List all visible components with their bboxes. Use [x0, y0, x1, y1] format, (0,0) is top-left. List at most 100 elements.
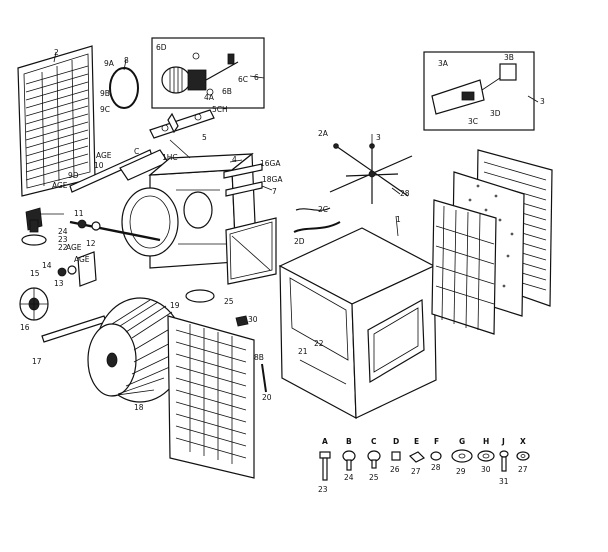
label-3c: 3C [468, 117, 478, 126]
hw-number-30: 30 [481, 465, 491, 474]
label-25: 25 [224, 297, 234, 306]
label-23: 23 [58, 235, 68, 244]
motor-mount-small [21, 207, 64, 246]
screw-31 [499, 450, 509, 472]
label-20: 20 [262, 393, 272, 402]
hw-letter-g: G [459, 437, 465, 446]
label-18: 18 [134, 403, 144, 412]
cabinet [278, 227, 437, 420]
label-8: 8 [124, 56, 129, 65]
label-6c: 6C [238, 75, 248, 84]
label-18ga: 18GA [262, 175, 283, 184]
label-5ch: 5CH [212, 105, 228, 114]
leader-lines [53, 51, 539, 237]
hw-number-24: 24 [344, 473, 354, 482]
nut-27 [408, 451, 426, 463]
label-13: 13 [54, 279, 64, 288]
shaft-hardware [57, 251, 97, 287]
left-grille-louvers [25, 59, 89, 187]
label-14: 14 [42, 261, 52, 270]
label-4a: 4A [204, 93, 215, 102]
label-9a: 9A [104, 59, 115, 68]
label-30: 30 [248, 315, 258, 324]
hw-letter-e: E [414, 437, 419, 446]
label-16ga: 16GA [260, 159, 281, 168]
hw-letter-c: C [371, 437, 377, 446]
hw-number-28: 28 [431, 463, 441, 472]
label-22: 22 [58, 243, 68, 252]
part-labels: 2 8 9A 9B 9C 9D 6D 6 6C 6B 4A 5CH 5 1HC … [20, 43, 545, 412]
label-28: 28 [400, 189, 410, 198]
float-valve-inset [423, 51, 535, 131]
belt [109, 67, 139, 109]
label-age-1: AGE [96, 151, 112, 160]
label-10: 10 [94, 161, 104, 170]
label-3a: 3A [438, 59, 449, 68]
label-5: 5 [202, 133, 207, 142]
hardware-labels: A B C D E F G H J X 23 24 25 26 27 28 29… [318, 437, 528, 494]
blower-housing [121, 152, 257, 269]
label-6b: 6B [222, 87, 232, 96]
hw-number-31: 31 [499, 477, 509, 486]
label-6d: 6D [156, 43, 167, 52]
motor-inset-box [151, 37, 265, 109]
pulley [19, 287, 49, 321]
label-2a: 2A [318, 129, 329, 138]
washer-29 [451, 449, 473, 463]
label-12: 12 [86, 239, 96, 248]
hardware-row [319, 449, 530, 481]
switch-part [185, 289, 215, 303]
label-24: 24 [58, 227, 68, 236]
hw-number-27b: 27 [518, 465, 528, 474]
label-3d: 3D [490, 109, 501, 118]
hw-number-25: 25 [369, 473, 379, 482]
label-3b: 3B [504, 53, 514, 62]
label-19: 19 [170, 301, 180, 310]
washer-28 [430, 451, 442, 461]
hw-letter-b: B [346, 437, 352, 446]
hw-letter-h: H [483, 437, 489, 446]
motor-shaft-rail [149, 109, 215, 139]
label-4: 4 [232, 155, 237, 164]
label-21: 21 [298, 347, 308, 356]
blower-wheel [87, 297, 185, 403]
label-7: 7 [272, 187, 277, 196]
label-9b: 9B [100, 89, 110, 98]
label-9d: 9D [68, 171, 79, 180]
washer-30 [477, 450, 495, 462]
label-1: 1 [396, 215, 401, 224]
left-grille-panel [17, 45, 96, 197]
hw-letter-f: F [434, 437, 439, 446]
pad-frame [225, 217, 277, 285]
label-11: 11 [74, 209, 84, 218]
label-6: 6 [254, 73, 259, 82]
label-2d: 2D [294, 237, 305, 246]
support-bar [261, 363, 267, 393]
label-age-4: AGE [74, 255, 90, 264]
nut-26 [391, 451, 401, 461]
bolt-24 [342, 450, 356, 471]
nut-27b [516, 451, 530, 461]
hw-number-23: 23 [318, 485, 328, 494]
label-2: 2 [54, 48, 59, 57]
label-age-3: AGE [66, 243, 82, 252]
label-9c: 9C [100, 105, 110, 114]
hw-letter-a: A [322, 437, 328, 446]
label-22-cabinet: 22 [314, 339, 324, 348]
hw-letter-d: D [393, 437, 399, 446]
right-pad-assembly [431, 149, 553, 335]
label-3-inset: 3 [540, 97, 545, 106]
hw-number-26: 26 [390, 465, 400, 474]
label-15: 15 [30, 269, 40, 278]
label-16: 16 [20, 323, 30, 332]
bolt-25 [367, 450, 381, 469]
label-17: 17 [32, 357, 42, 366]
label-8b: 8B [254, 353, 264, 362]
bolt-23 [319, 451, 331, 481]
hw-number-27: 27 [411, 467, 421, 476]
label-1hc: 1HC [162, 153, 178, 162]
hw-letter-x: X [520, 437, 526, 446]
hw-letter-j: J [501, 437, 505, 446]
